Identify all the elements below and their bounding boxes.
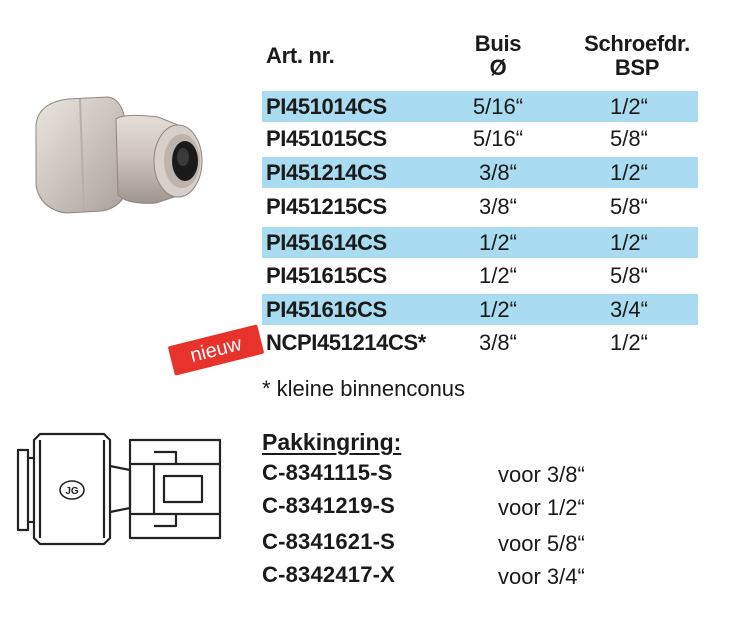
buis-cell: 1/2“ [479, 263, 517, 288]
svg-text:JG: JG [65, 486, 79, 497]
buis-cell: 5/16“ [472, 126, 524, 151]
pakkingring-title: Pakkingring: [262, 429, 402, 455]
header-buis: Buis Ø [458, 32, 538, 80]
pakkingring-code: C-8341621-S [262, 529, 396, 554]
art-nr-cell: PI451614CS [266, 230, 387, 255]
fitting-photo-icon [35, 96, 203, 214]
buis-cell: 5/16“ [472, 94, 524, 119]
art-nr-cell: PI451015CS [266, 126, 387, 151]
bsp-cell: 1/2“ [610, 330, 648, 355]
header-buis-line2: Ø [489, 55, 507, 80]
pakkingring-voor: voor 1/2“ [498, 495, 585, 520]
header-schroefdraad: Schroefdr. BSP [572, 32, 702, 80]
bsp-cell: 5/8“ [610, 194, 648, 219]
table-row: NCPI451214CS* 3/8“ 1/2“ [262, 327, 698, 358]
header-buis-line1: Buis [474, 31, 522, 56]
table-row: PI451014CS 5/16“ 1/2“ [262, 91, 698, 122]
bsp-cell: 1/2“ [610, 160, 648, 185]
pakkingring-voor: voor 5/8“ [498, 531, 585, 556]
art-nr-cell: NCPI451214CS* [266, 330, 426, 355]
buis-cell: 3/8“ [479, 330, 517, 355]
bsp-cell: 3/4“ [610, 297, 648, 322]
art-nr-cell: PI451615CS [266, 263, 387, 288]
table-row: PI451215CS 3/8“ 5/8“ [262, 191, 698, 222]
bsp-cell: 1/2“ [610, 230, 648, 255]
pakkingring-voor: voor 3/4“ [498, 564, 585, 589]
art-nr-cell: PI451616CS [266, 297, 387, 322]
art-nr-cell: PI451215CS [266, 194, 387, 219]
fitting-drawing-icon [16, 432, 222, 546]
pakkingring-code: C-8341115-S [262, 460, 393, 485]
bsp-cell: 5/8“ [610, 263, 648, 288]
table-row: PI451615CS 1/2“ 5/8“ [262, 260, 698, 291]
art-nr-cell: PI451214CS [266, 160, 387, 185]
jg-logo-icon: JG [59, 480, 85, 500]
table-row: PI451614CS 1/2“ 1/2“ [262, 227, 698, 258]
header-art-nr: Art. nr. [266, 43, 335, 68]
pakkingring-voor: voor 3/8“ [498, 462, 585, 487]
table-row: PI451015CS 5/16“ 5/8“ [262, 123, 698, 154]
pakkingring-code: C-8341219-S [262, 493, 396, 518]
bsp-cell: 5/8“ [610, 126, 648, 151]
header-bsp-line1: Schroefdr. [584, 31, 690, 56]
new-badge: nieuw [167, 324, 265, 376]
pakkingring-code: C-8342417-X [262, 562, 396, 587]
bsp-cell: 1/2“ [610, 94, 648, 119]
buis-cell: 3/8“ [479, 194, 517, 219]
header-bsp-line2: BSP [614, 55, 660, 80]
table-row: PI451616CS 1/2“ 3/4“ [262, 294, 698, 325]
art-nr-cell: PI451014CS [266, 94, 387, 119]
buis-cell: 1/2“ [479, 297, 517, 322]
buis-cell: 1/2“ [479, 230, 517, 255]
table-row: PI451214CS 3/8“ 1/2“ [262, 157, 698, 188]
buis-cell: 3/8“ [479, 160, 517, 185]
footnote: * kleine binnenconus [262, 376, 466, 401]
